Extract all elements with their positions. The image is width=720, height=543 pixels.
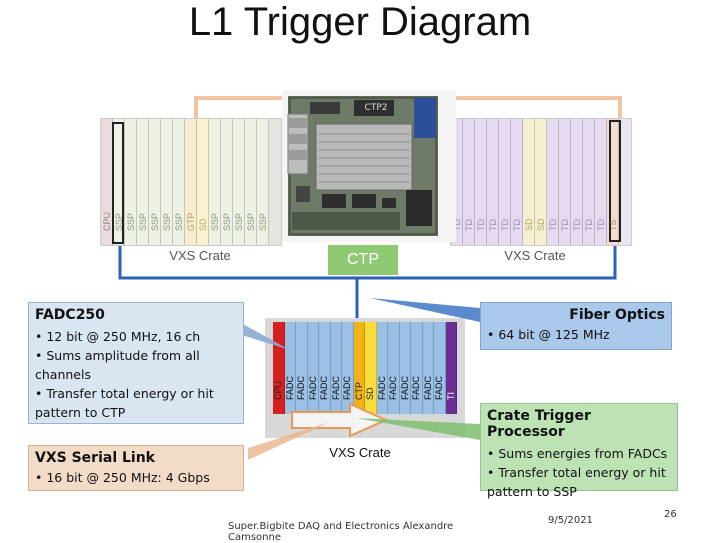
top-left-slot-gtp: GTP [185, 119, 197, 245]
footer-date: 9/5/2021 [548, 515, 593, 526]
center-slot-fadc: FADC [296, 322, 308, 414]
fadc250-bullet-1: • 12 bit @ 250 MHz, 16 ch [35, 329, 201, 344]
top-right-slot-td: TD [595, 119, 607, 245]
ctp-box-title: Crate Trigger Processor [487, 408, 591, 440]
fiber-pointer [370, 298, 480, 322]
fadc250-bullet-2: • Sums amplitude from all channels [35, 348, 200, 382]
board-name: CTP2 [364, 103, 388, 113]
fadc-pointer [232, 318, 290, 350]
center-slot-fadc: FADC [434, 322, 446, 414]
ctp-box-bullet-2: • Transfer total energy or hit pattern t… [487, 465, 666, 499]
center-slot-fadc: FADC [399, 322, 411, 414]
top-right-slot-td: TD [511, 119, 523, 245]
fadc250-title: FADC250 [35, 307, 105, 323]
vxs-serial-link-box: VXS Serial Link • 16 bit @ 250 MHz: 4 Gb… [28, 445, 244, 491]
top-left-slot-ssp: SSP [221, 119, 233, 245]
fiber-optics-title: Fiber Optics [569, 307, 665, 323]
fiber-optics-box: Fiber Optics • 64 bit @ 125 MHz [480, 302, 672, 350]
center-slot-fadc: FADC [319, 322, 331, 414]
crate-label-left: VXS Crate [169, 248, 231, 263]
center-slot-fadc: FADC [411, 322, 423, 414]
top-left-slot-ssp: SSP [209, 119, 221, 245]
center-slot-cpu: CPU [273, 322, 285, 414]
top-left-slot-sd: SD [197, 119, 209, 245]
top-right-slot-td: TD [463, 119, 475, 245]
top-right-slot-td: TD [499, 119, 511, 245]
center-slot-fadc: FADC [307, 322, 319, 414]
top-left-slot-ssp: SSP [257, 119, 269, 245]
top-left-slot-ssp: SSP [149, 119, 161, 245]
ts-slot-highlight [609, 120, 621, 242]
top-right-slot-td: TD [583, 119, 595, 245]
crate-label-center: VXS Crate [329, 445, 391, 460]
top-right-slot-sd: SD [523, 119, 535, 245]
footer-page-number: 26 [664, 509, 677, 520]
vxs-serial-link-bullet: • 16 bit @ 250 MHz: 4 Gbps [35, 470, 210, 485]
top-left-slot-ssp: SSP [173, 119, 185, 245]
top-right-slot-td: TD [559, 119, 571, 245]
fadc250-box: FADC250 • 12 bit @ 250 MHz, 16 ch • Sums… [28, 302, 244, 424]
blue-fiber-right [357, 240, 617, 280]
center-slot-fadc: FADC [376, 322, 388, 414]
center-slot-ctp: CTP [353, 322, 365, 414]
ctp-pointer [356, 418, 480, 440]
page-title: L1 Trigger Diagram [188, 0, 532, 44]
top-left-slot-ssp: SSP [161, 119, 173, 245]
vxs-serial-link-title: VXS Serial Link [35, 450, 155, 466]
ctp-caption: CTP [328, 245, 398, 275]
center-slot-fadc: FADC [422, 322, 434, 414]
top-right-slot-td: TD [571, 119, 583, 245]
ctp-board-photo: CTP2 [282, 90, 456, 242]
top-left-slot-ssp: SSP [245, 119, 257, 245]
ssp-slot-highlight [112, 122, 124, 244]
top-right-slot-td: TD [547, 119, 559, 245]
fiber-optics-bullet: • 64 bit @ 125 MHz [487, 327, 610, 342]
crate-label-right: VXS Crate [504, 248, 566, 263]
top-right-slot-td: TD [475, 119, 487, 245]
center-slot-ti: TI [445, 322, 457, 414]
crate-trigger-processor-box: Crate Trigger Processor • Sums energies … [480, 403, 678, 499]
top-left-slot-ssp: SSP [125, 119, 137, 245]
center-slot-fadc: FADC [284, 322, 296, 414]
ctp-box-bullet-1: • Sums energies from FADCs [487, 446, 668, 461]
vxs-pointer [248, 422, 330, 460]
top-right-slot-td: TD [487, 119, 499, 245]
center-slot-fadc: FADC [342, 322, 354, 414]
center-slot-fadc: FADC [388, 322, 400, 414]
ctp-board-graphic [287, 96, 438, 236]
top-right-slot-sd: SD [535, 119, 547, 245]
blue-fiber-left [118, 245, 359, 318]
top-left-slot-ssp: SSP [233, 119, 245, 245]
center-slot-sd: SD [365, 322, 377, 414]
fadc250-bullet-3: • Transfer total energy or hit pattern t… [35, 386, 214, 420]
top-left-slot-ssp: SSP [137, 119, 149, 245]
center-slot-fadc: FADC [330, 322, 342, 414]
footer-credit: Super.Bigbite DAQ and Electronics Alexan… [228, 521, 454, 543]
